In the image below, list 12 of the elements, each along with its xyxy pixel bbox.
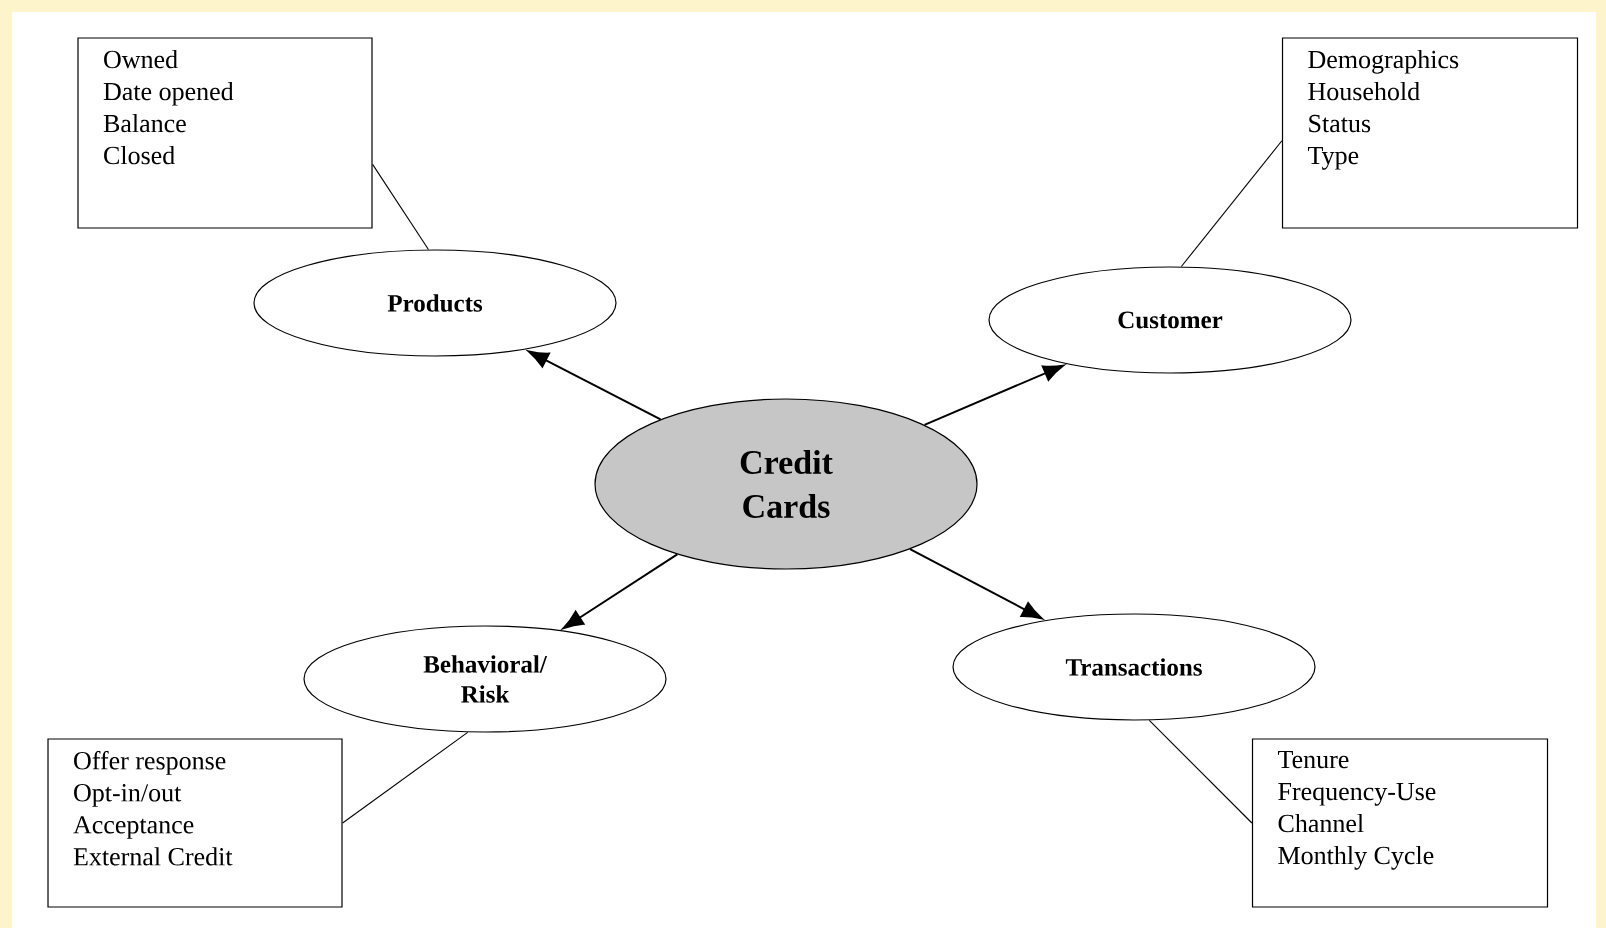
arrow	[527, 350, 662, 421]
attribute-list-box: Owned Date opened Balance Closed	[77, 37, 373, 229]
connector-line	[1148, 719, 1253, 824]
arrow	[562, 553, 679, 629]
connector-line	[372, 163, 429, 250]
arrow	[923, 364, 1064, 426]
connector-line	[342, 731, 469, 824]
arrow	[909, 548, 1043, 620]
attribute-list-box: Demographics Household Status Type	[1281, 37, 1579, 229]
attribute-list-box: Offer response Opt-in/out Acceptance External Credit	[47, 738, 343, 908]
connector-line	[1180, 140, 1283, 268]
attribute-list-box: Tenure Frequency-Use Channel Monthly Cycle	[1251, 738, 1549, 908]
